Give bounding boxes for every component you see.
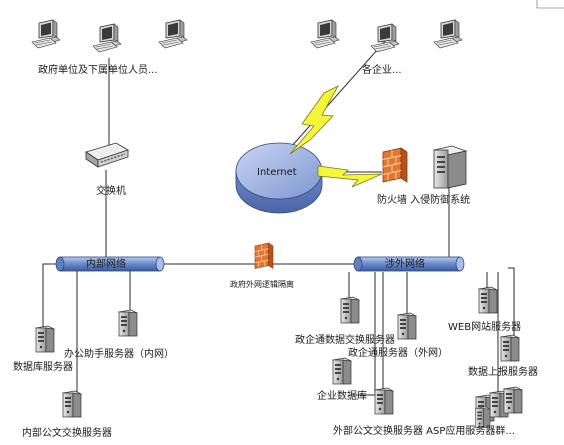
lightning-bolt-icon	[289, 85, 339, 155]
enterprise-db-label: 企业数据库	[317, 389, 367, 402]
intrusion-prevention-icon	[432, 145, 468, 189]
external-network-pipe	[353, 256, 465, 272]
external-exchange-server-icon	[374, 387, 394, 415]
firewall-icon	[382, 147, 408, 183]
external-exchange-asp-label: 外部公文交换服务器 ASP应用服务器群...	[333, 424, 515, 437]
desktop-pc-icon	[370, 23, 400, 53]
asp-server-cluster-icon	[475, 386, 523, 429]
office-server-label: 办公助手服务器（内网）	[64, 347, 174, 360]
external-network-label: 涉外网络	[385, 257, 425, 270]
db-server-icon	[35, 325, 55, 353]
office-server-icon	[118, 309, 138, 337]
report-server-label: 数据上报服务器	[468, 365, 538, 378]
lightning-bolt-icon	[317, 165, 383, 188]
desktop-pc-icon	[158, 19, 188, 49]
switch-icon	[85, 142, 129, 168]
internal-exchange-server-icon	[62, 390, 82, 418]
internal-exchange-label: 内部公文交换服务器	[22, 426, 112, 439]
desktop-pc-icon	[92, 23, 122, 53]
web-server-icon	[478, 286, 498, 314]
gov-ent-exchange-label: 政企通数据交换服务器	[295, 333, 395, 346]
internal-network-label: 内部网络	[86, 257, 126, 270]
isolation-label: 政府外网逻辑隔离	[230, 279, 294, 289]
internet-label: Internet	[257, 167, 297, 178]
enterprises-label: 各企业...	[362, 63, 402, 76]
report-server-icon	[500, 334, 520, 362]
enterprise-db-server-icon	[332, 357, 352, 385]
switch-label: 交换机	[96, 184, 126, 197]
internet-cloud	[235, 142, 323, 214]
firewall-ids-label: 防火墙 入侵防御系统	[377, 193, 470, 206]
desktop-pc-icon	[31, 19, 61, 49]
db-server-label: 数据库服务器	[13, 360, 73, 373]
gov-ent-server-icon	[397, 312, 417, 340]
desktop-pc-icon	[433, 19, 463, 49]
internal-network-pipe	[55, 256, 165, 272]
gov-ent-exchange-server-icon	[340, 296, 360, 324]
web-server-label: WEB网站服务器	[448, 320, 521, 333]
gov-users-label: 政府单位及下属单位人员...	[38, 63, 158, 76]
desktop-pc-icon	[310, 19, 340, 49]
gov-ent-server-label: 政企通服务器（外网）	[348, 346, 448, 359]
isolation-firewall-icon	[254, 242, 274, 269]
